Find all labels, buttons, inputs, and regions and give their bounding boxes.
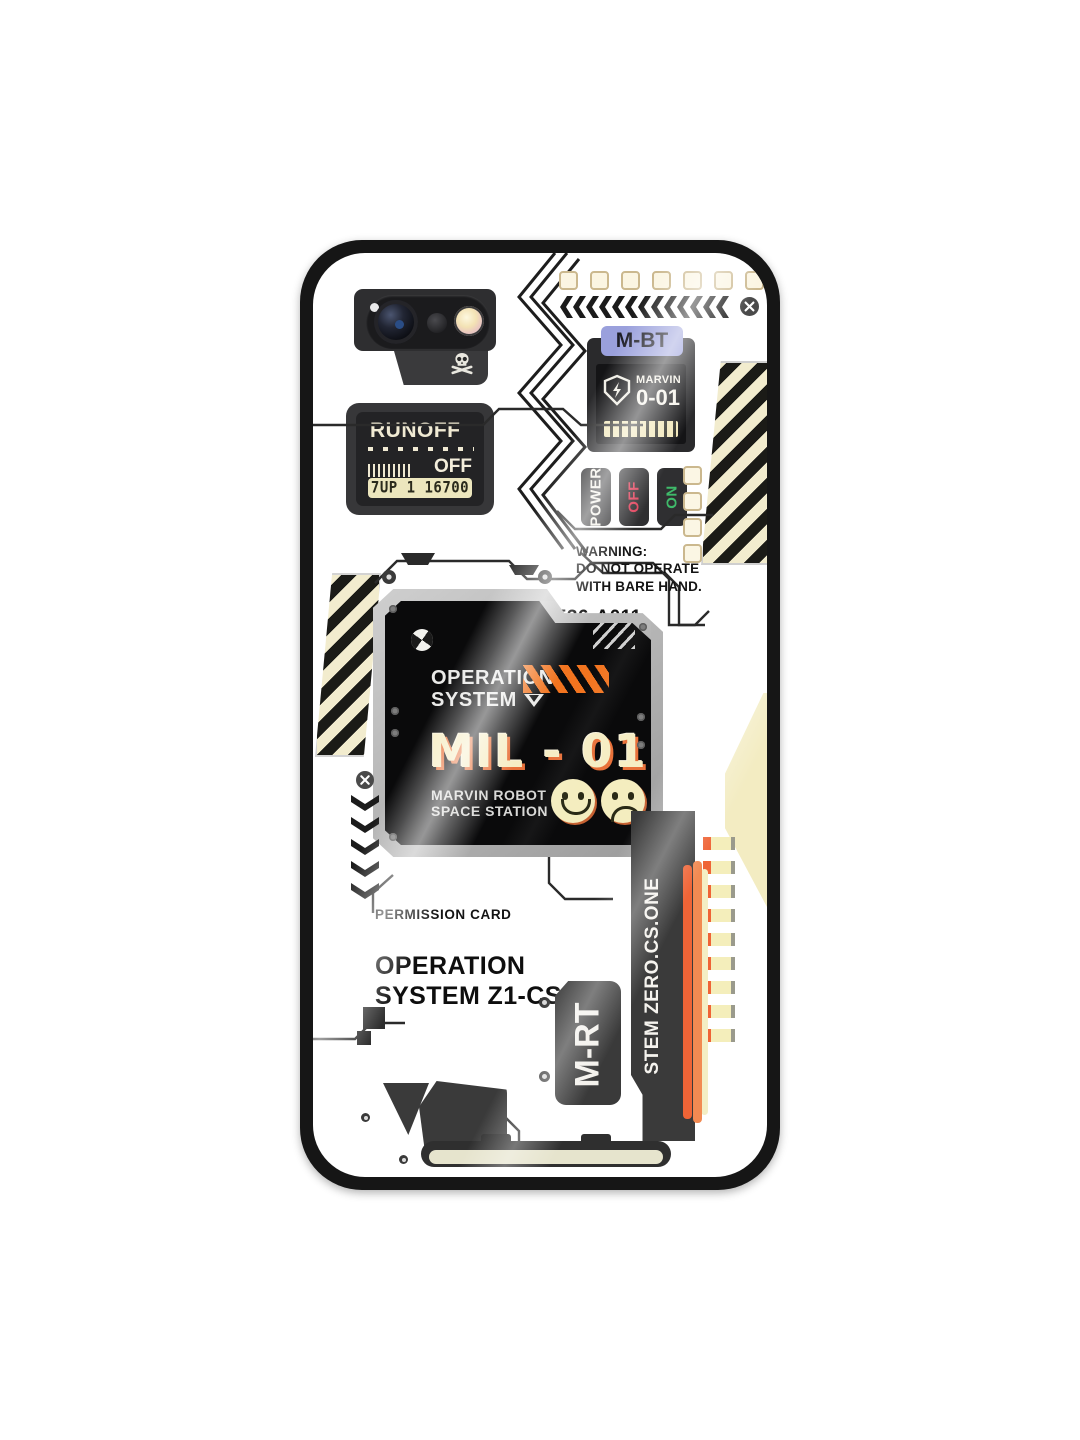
marvin-circle-logo-icon xyxy=(411,629,433,651)
panel-title: MIL - 01 xyxy=(429,725,648,778)
bar-nub xyxy=(481,1134,511,1143)
panel-subtitle-2: SPACE STATION xyxy=(431,803,548,819)
panel-screw-icon xyxy=(637,713,645,721)
orange-hatch-decor xyxy=(523,665,609,693)
panel-screw-icon xyxy=(389,833,397,841)
main-display-panel: OPERATION SYSTEM MIL - 01 MARVIN ROBOT S… xyxy=(373,589,663,857)
stem-zero-block: STEM ZERO.CS.ONE xyxy=(631,811,708,1141)
triangle-down-icon xyxy=(523,694,544,707)
os-line-2-text: SYSTEM xyxy=(431,689,517,711)
mrt-tag-label: M-RT xyxy=(568,1002,607,1088)
chevron-down-column xyxy=(351,795,379,899)
bottom-speaker-bar xyxy=(421,1134,671,1167)
bar-nub xyxy=(581,1134,611,1143)
panel-screw-icon xyxy=(389,605,397,613)
smiley-face-icon xyxy=(551,779,595,823)
stem-accent-cream xyxy=(701,869,708,1115)
warning-text: WARNING: DO NOT OPERATE WITH BARE HAND. xyxy=(576,543,702,595)
panel-screw-icon xyxy=(539,1071,550,1082)
warning-line-2: DO NOT OPERATE xyxy=(576,561,700,577)
decor-square xyxy=(363,1007,385,1029)
panel-screw-icon xyxy=(391,729,399,737)
stem-accent-orange xyxy=(683,865,692,1119)
stem-accent-light-orange xyxy=(693,861,702,1123)
panel-screw-icon xyxy=(361,1113,370,1122)
panel-screw-icon xyxy=(637,741,645,749)
panel-screw-icon xyxy=(391,707,399,715)
panel-screen: OPERATION SYSTEM MIL - 01 MARVIN ROBOT S… xyxy=(385,601,651,845)
panel-screw-icon xyxy=(639,623,647,631)
case-back-panel: RUNOFF OFF 7UP 1 16700 xyxy=(313,253,767,1177)
panel-screw-icon xyxy=(399,1155,408,1164)
warning-line-1: WARNING: xyxy=(576,544,648,559)
case-artwork: RUNOFF OFF 7UP 1 16700 xyxy=(313,253,767,1177)
stem-block-label: STEM ZERO.CS.ONE xyxy=(642,877,663,1075)
permission-card-label: PERMISSION CARD xyxy=(375,907,512,922)
mrt-tag: M-RT xyxy=(555,981,621,1105)
bottom-bar-inner xyxy=(429,1150,663,1164)
x-circle-icon xyxy=(356,771,374,789)
led-cell xyxy=(703,837,735,850)
permission-line-1: OPERATION xyxy=(375,952,526,980)
panel-subtitle-1: MARVIN ROBOT xyxy=(431,787,547,803)
panel-screw-icon xyxy=(539,997,550,1008)
phone-case: RUNOFF OFF 7UP 1 16700 xyxy=(300,240,780,1190)
